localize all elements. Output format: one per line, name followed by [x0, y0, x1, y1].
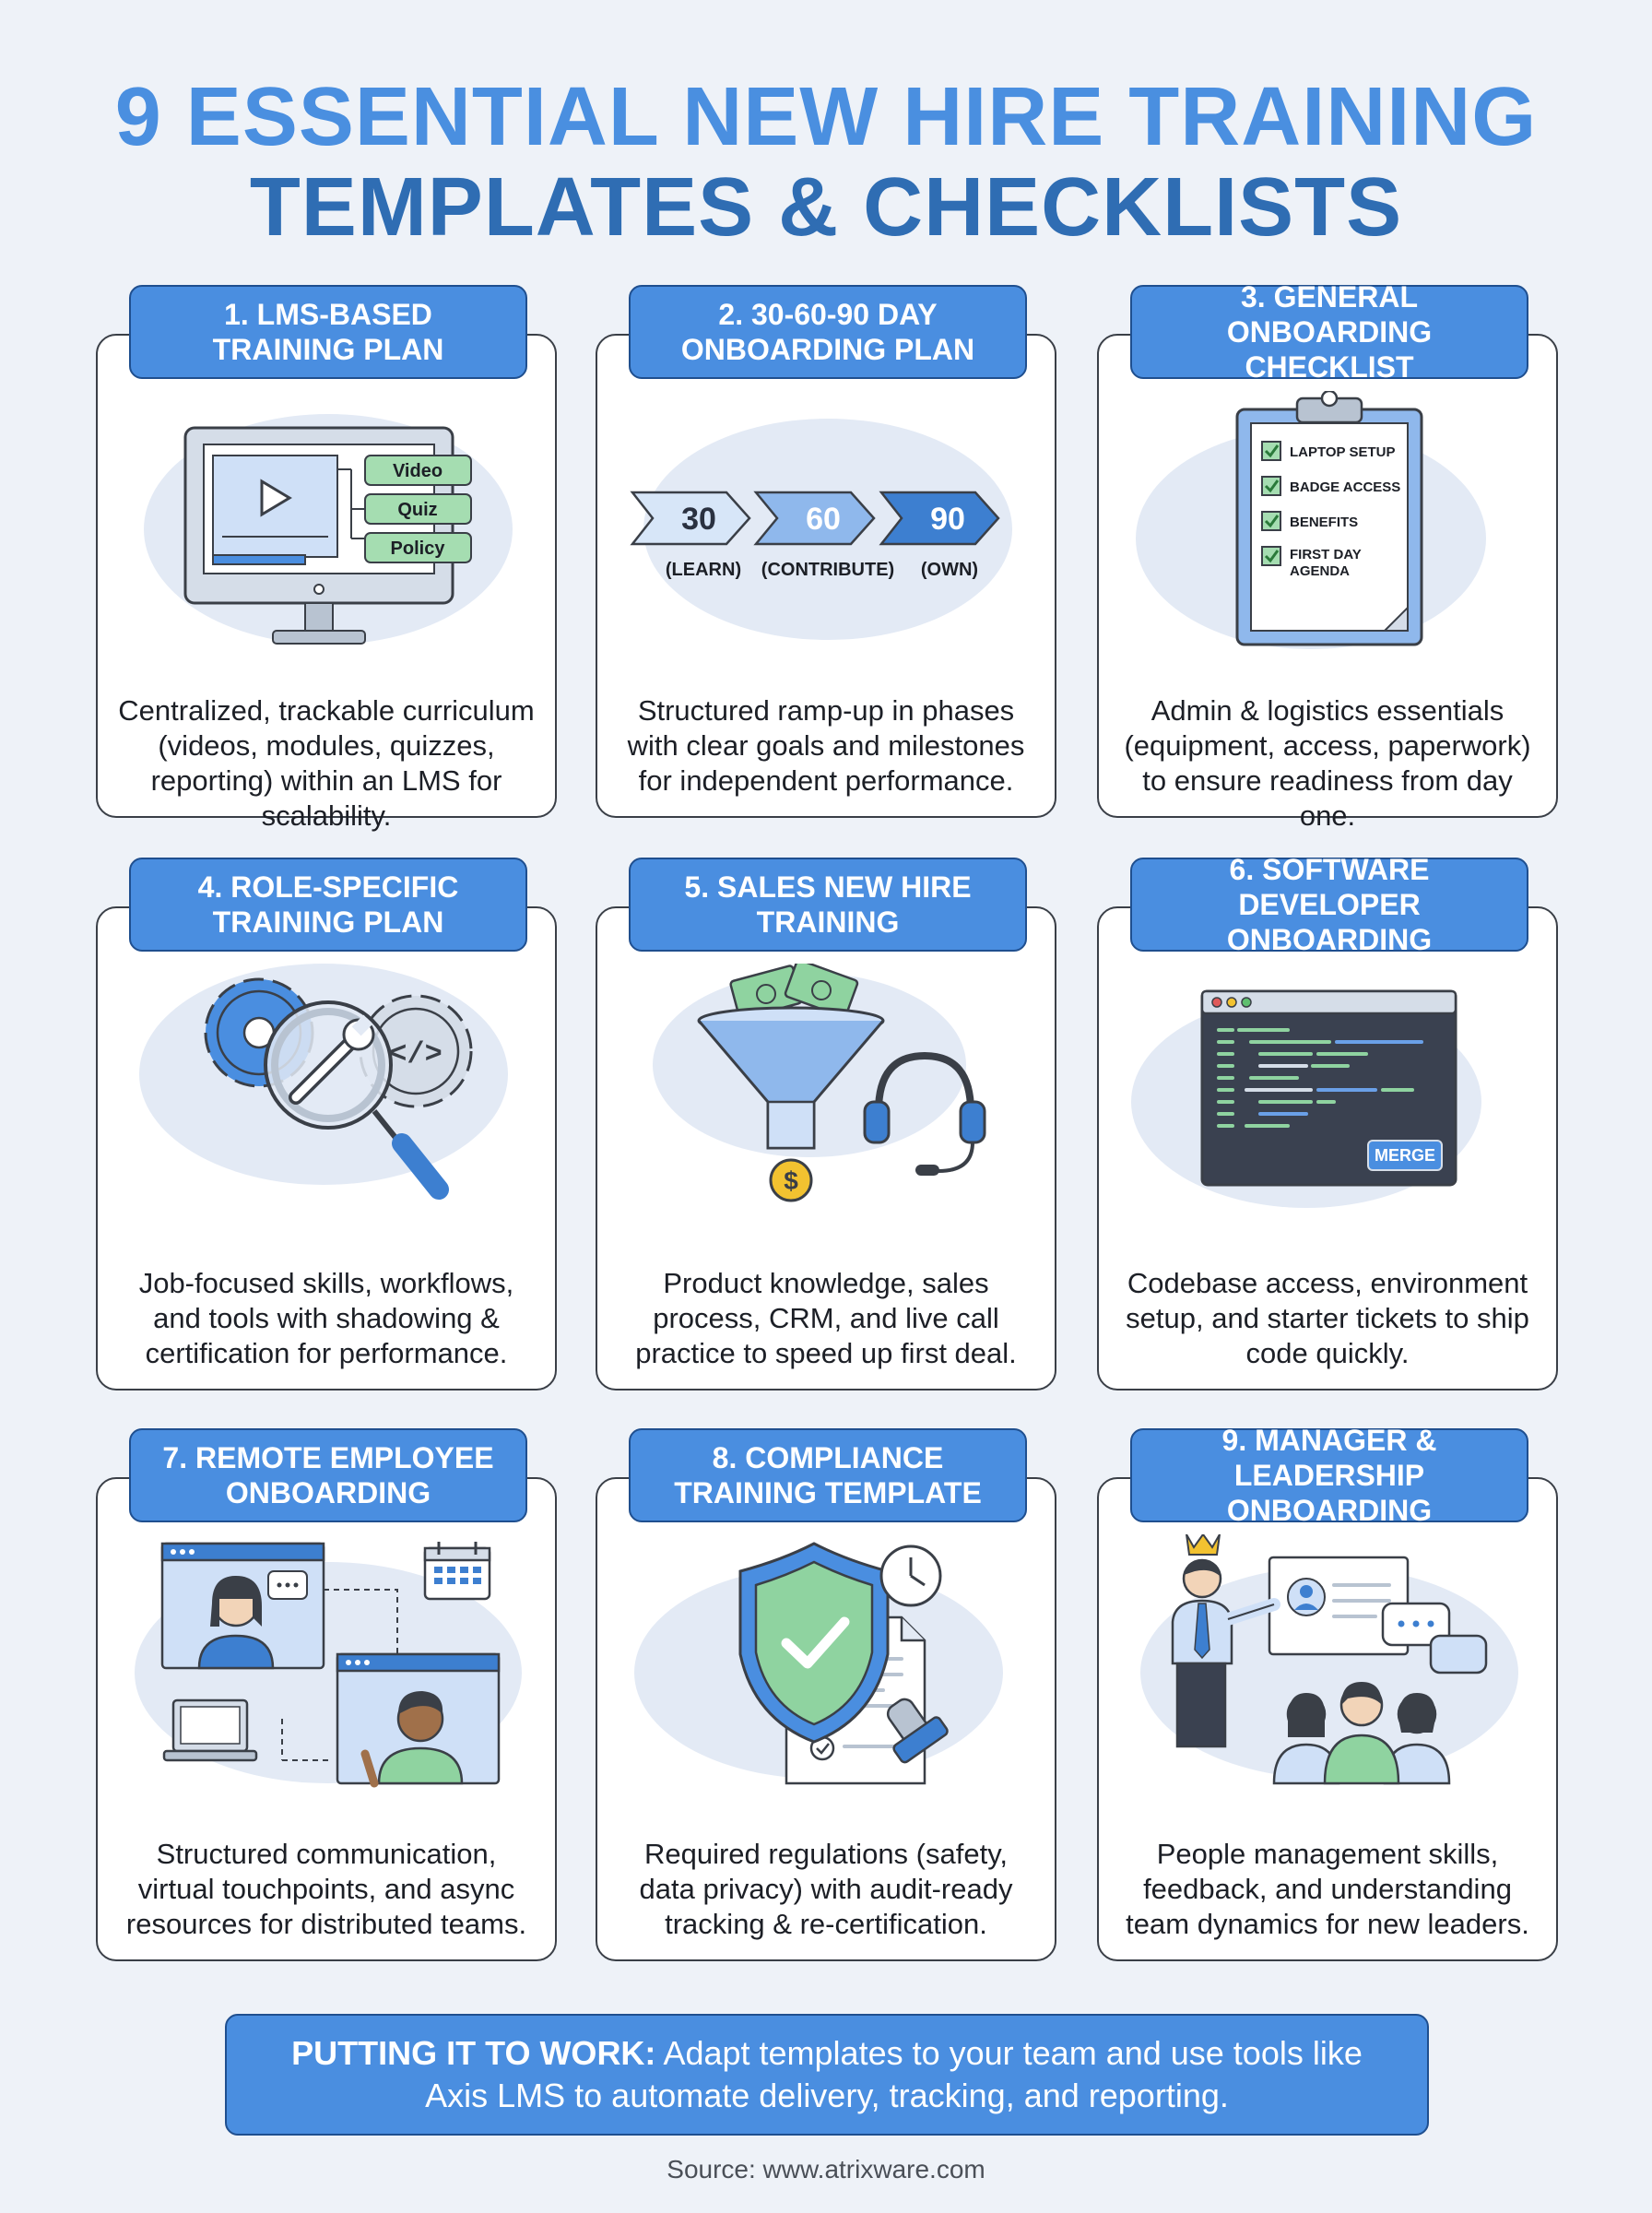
svg-text:(OWN): (OWN) — [921, 560, 978, 580]
coin-icon: $ — [769, 1158, 813, 1202]
laptop-icon — [162, 1698, 258, 1762]
window-close-dot — [1211, 997, 1222, 1008]
svg-text:MERGE: MERGE — [1375, 1146, 1435, 1165]
card-description: Structured communication, virtual touchp… — [125, 1838, 527, 1940]
gears-magnifier-illustration: </> — [98, 964, 559, 1240]
manager-figure — [1171, 1558, 1280, 1748]
svg-text:</>: </> — [389, 1037, 442, 1071]
card-description: Codebase access, environment setup, and … — [1126, 1267, 1529, 1369]
phases-arrow-illustration: 30 60 90 (LEARN) (CONTRIBUTE) (OWN) — [597, 391, 1058, 668]
checkbox-icon — [1261, 441, 1281, 566]
svg-text:AGENDA: AGENDA — [1290, 563, 1350, 579]
audience-icon — [1272, 1682, 1451, 1785]
card-description: Product knowledge, sales process, CRM, a… — [635, 1267, 1017, 1369]
svg-text:(CONTRIBUTE): (CONTRIBUTE) — [761, 560, 894, 580]
source-credit: Source: www.atrixware.com — [667, 2155, 985, 2183]
merge-button — [1367, 1140, 1443, 1171]
crown-icon — [1186, 1534, 1221, 1556]
svg-text:Policy: Policy — [391, 538, 446, 559]
calendar-icon — [423, 1542, 491, 1601]
funnel-icon — [697, 1006, 885, 1150]
compliance-shield-illustration — [597, 1534, 1058, 1811]
card-description: Centralized, trackable curriculum (video… — [118, 694, 535, 832]
banner-text: Adapt templates to your team and use too… — [425, 2034, 1363, 2114]
svg-text:BENEFITS: BENEFITS — [1290, 515, 1358, 530]
window-min-dot — [1226, 997, 1237, 1008]
sales-funnel-illustration: $ — [597, 964, 1058, 1240]
title-line-1: 9 ESSENTIAL NEW HIRE TRAINING — [114, 71, 1538, 163]
title-line-2: TEMPLATES & CHECKLISTS — [249, 161, 1403, 254]
svg-text:LAPTOP SETUP: LAPTOP SETUP — [1290, 444, 1395, 460]
card-description: Job-focused skills, workflows, and tools… — [138, 1267, 514, 1369]
lms-monitor-illustration: Video Quiz Policy — [98, 391, 559, 668]
wrench-icon — [289, 1014, 375, 1105]
svg-text:Quiz: Quiz — [397, 500, 437, 520]
remote-video-call-illustration — [98, 1534, 559, 1811]
svg-text:90: 90 — [930, 502, 965, 537]
card-description: People management skills, feedback, and … — [1126, 1838, 1529, 1940]
stamp-icon — [886, 1698, 949, 1764]
page-title: 9 ESSENTIAL NEW HIRE TRAINING TEMPLATES … — [0, 72, 1652, 253]
clipboard-illustration: LAPTOP SETUP BADGE ACCESS BENEFITS FIRST… — [1099, 391, 1560, 668]
svg-text:$: $ — [784, 1166, 798, 1195]
headset-icon — [863, 1051, 986, 1176]
svg-text:FIRST DAY: FIRST DAY — [1290, 547, 1362, 562]
svg-text:BADGE ACCESS: BADGE ACCESS — [1290, 479, 1400, 495]
chat-bubble-icon — [1381, 1602, 1488, 1675]
svg-text:30: 30 — [681, 502, 716, 537]
play-icon — [260, 479, 292, 517]
card-description: Admin & logistics essentials (equipment,… — [1124, 694, 1531, 832]
svg-text:(LEARN): (LEARN) — [666, 560, 741, 580]
clock-icon — [879, 1544, 942, 1607]
svg-text:Video: Video — [393, 461, 442, 481]
code-editor-illustration: MERGE — [1099, 964, 1560, 1240]
window-max-dot — [1241, 997, 1252, 1008]
shield-check-icon — [738, 1542, 890, 1744]
card-description: Structured ramp-up in phases with clear … — [627, 694, 1025, 797]
leadership-presentation-illustration — [1099, 1534, 1560, 1811]
video-window-icon — [160, 1542, 325, 1670]
video-window-icon — [336, 1652, 501, 1788]
putting-it-to-work-banner: PUTTING IT TO WORK: Adapt templates to y… — [225, 2014, 1429, 2136]
svg-text:60: 60 — [806, 502, 841, 537]
banner-label: PUTTING IT TO WORK: — [291, 2034, 656, 2072]
card-description: Required regulations (safety, data priva… — [639, 1838, 1013, 1940]
